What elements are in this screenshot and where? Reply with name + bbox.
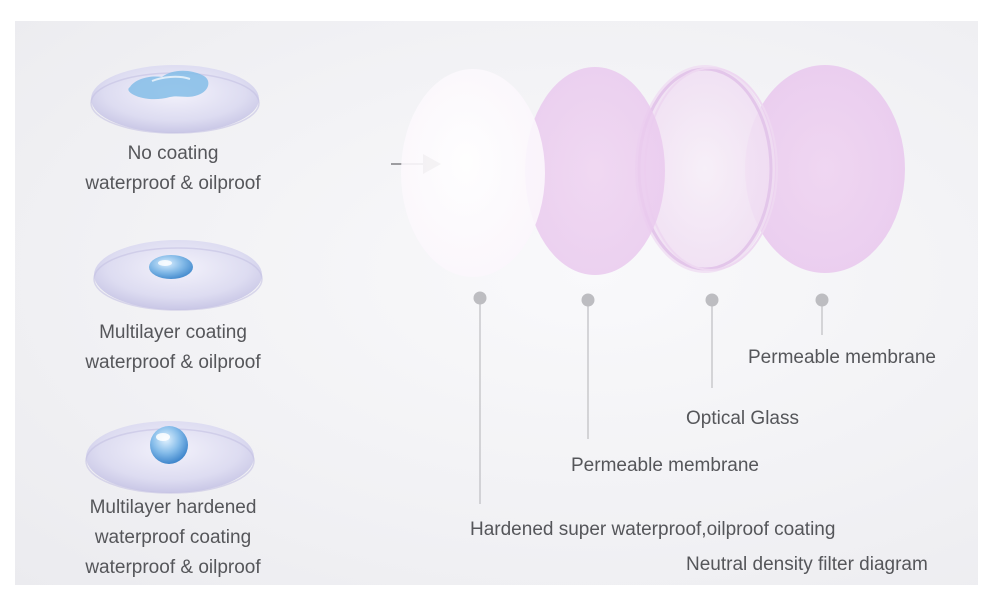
optical-glass-layer <box>635 65 778 273</box>
diagram-panel: No coating waterproof & oilproof <box>15 21 978 585</box>
hardened-coating-layer <box>401 69 545 277</box>
leader-dot <box>473 291 487 305</box>
hardened-coating-label: Hardened super waterproof,oilproof coati… <box>470 519 836 540</box>
diagram-caption: Neutral density filter diagram <box>686 554 928 575</box>
sample-caption: No coating waterproof & oilproof <box>15 139 331 199</box>
caption-line: Multilayer hardened <box>89 497 257 518</box>
round-bead-water-icon <box>150 426 188 464</box>
caption-line: No coating <box>127 143 219 164</box>
leader-dot <box>705 293 719 307</box>
leader-dots <box>473 291 829 307</box>
permeable-membrane-back-label: Permeable membrane <box>748 347 936 368</box>
caption-line: waterproof & oilproof <box>85 352 261 373</box>
leader-dot <box>815 293 829 307</box>
caption-line: waterproof & oilproof <box>85 557 261 578</box>
permeable-membrane-front-label: Permeable membrane <box>571 455 759 476</box>
flat-spread-water-icon <box>128 70 209 100</box>
small-bead-water-icon <box>149 255 193 279</box>
leader-dot <box>581 293 595 307</box>
sample-caption: Multilayer coating waterproof & oilproof <box>15 318 331 378</box>
multilayer-hardened-sample <box>85 415 255 495</box>
no-coating-sample <box>90 57 260 137</box>
permeable-membrane-layer <box>745 65 905 273</box>
optical-glass-label: Optical Glass <box>686 408 799 429</box>
permeable-membrane-layer <box>525 67 665 275</box>
sample-caption: Multilayer hardened waterproof coating w… <box>15 493 331 583</box>
caption-line: Multilayer coating <box>99 322 247 343</box>
caption-line: waterproof coating <box>94 527 252 548</box>
multilayer-coating-sample <box>93 235 263 315</box>
filter-layer-diagram <box>391 65 905 504</box>
caption-line: waterproof & oilproof <box>85 173 261 194</box>
